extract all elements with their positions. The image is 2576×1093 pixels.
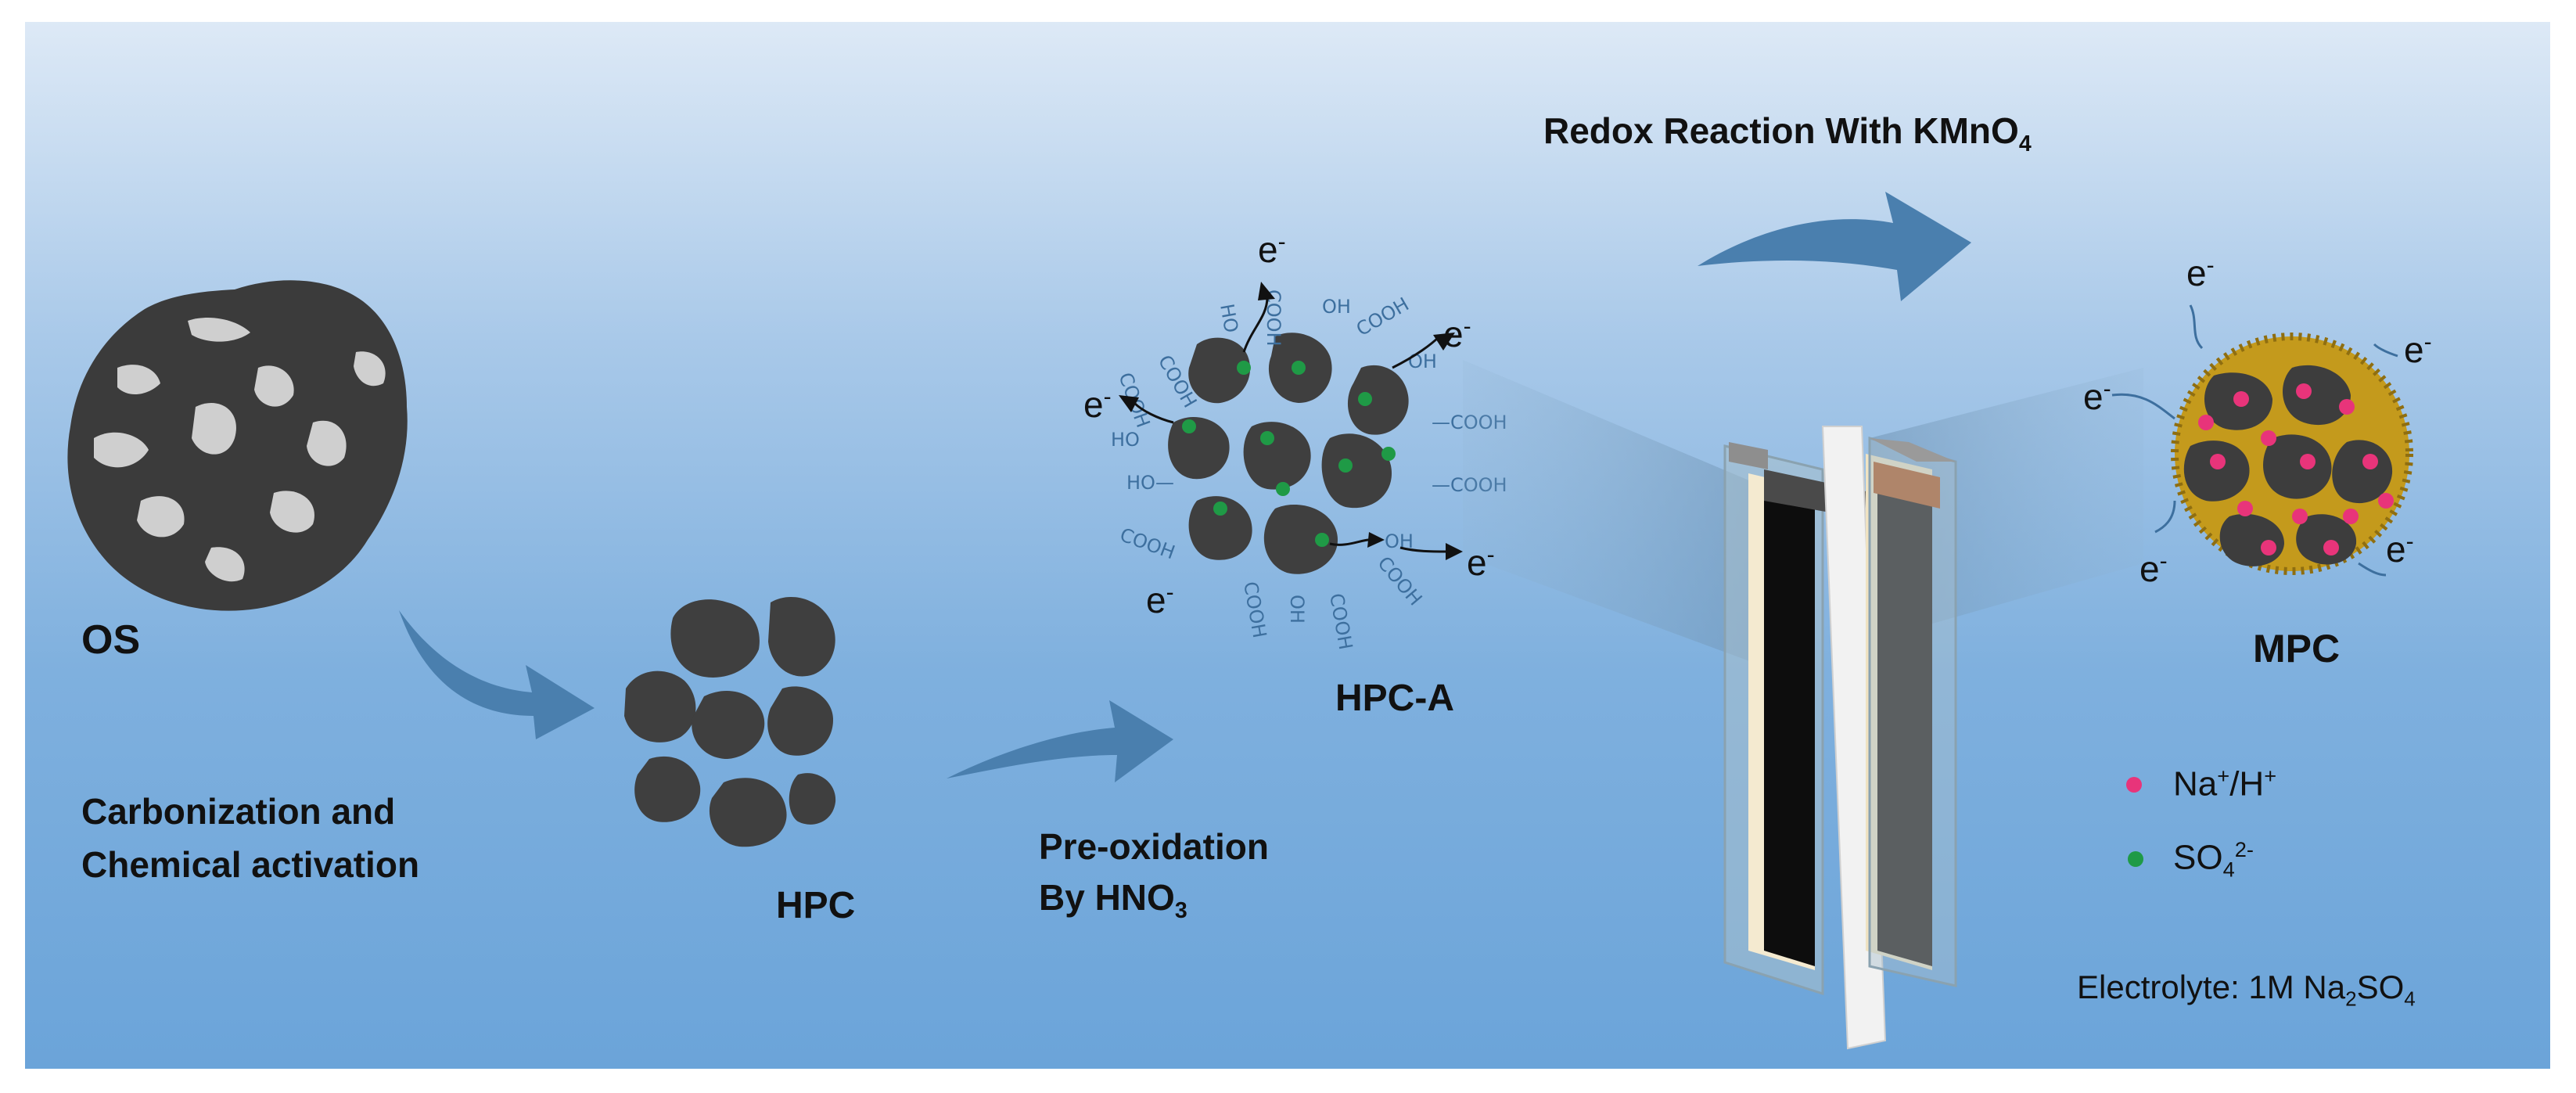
legend-anion-label: SO42- — [2173, 837, 2254, 882]
hpc-particle — [624, 596, 836, 847]
electron-label: e- — [1146, 579, 1174, 620]
step1-line1: Carbonization and — [81, 791, 396, 832]
electron-label: e- — [2386, 528, 2414, 570]
os-particle — [67, 280, 408, 611]
process-arrows — [399, 192, 1971, 782]
svg-text:OH: OH — [1286, 595, 1308, 624]
svg-text:COOH: COOH — [1325, 591, 1356, 651]
svg-text:COOH: COOH — [1239, 580, 1270, 639]
supercapacitor-cell — [1723, 426, 1957, 1050]
svg-text:HO—: HO— — [1126, 472, 1174, 494]
zoom-beam-left — [1463, 360, 1760, 665]
mpc-label: MPC — [2253, 627, 2341, 671]
svg-text:COOH: COOH — [1117, 523, 1178, 563]
os-label: OS — [81, 617, 141, 663]
svg-text:HO: HO — [1111, 429, 1140, 451]
step2-line2: By HNO3 — [1039, 877, 1187, 924]
mpc-particle — [2111, 304, 2413, 577]
zoom-beam-right — [1870, 368, 2143, 642]
electron-label: e- — [2404, 329, 2432, 370]
legend-cation-dot — [2126, 777, 2142, 793]
electron-label: e- — [1467, 541, 1495, 583]
electrolyte-label: Electrolyte: 1M Na2SO4 — [2077, 969, 2416, 1011]
step1-line2: Chemical activation — [81, 844, 420, 885]
electron-label: e- — [2139, 548, 2168, 589]
svg-text:HO: HO — [1216, 302, 1242, 334]
svg-text:OH: OH — [1408, 351, 1437, 372]
electron-label: e- — [2186, 252, 2215, 293]
svg-text:COOH: COOH — [1373, 552, 1426, 610]
svg-text:COOH: COOH — [1353, 293, 1413, 341]
step3-title: Redox Reaction With KMnO4 — [1543, 110, 2032, 157]
hpc-a-label: HPC-A — [1335, 678, 1454, 719]
hpc-label: HPC — [776, 885, 856, 926]
step2-line1: Pre-oxidation — [1039, 826, 1269, 867]
electron-label: e- — [1443, 313, 1471, 354]
legend-anion-dot — [2128, 851, 2143, 867]
electron-label: e- — [2083, 376, 2111, 417]
svg-text:OH: OH — [1322, 296, 1351, 318]
electron-label: e- — [1258, 228, 1286, 270]
legend-cation-label: Na+/H+ — [2173, 764, 2277, 804]
electron-label: e- — [1083, 383, 1112, 425]
